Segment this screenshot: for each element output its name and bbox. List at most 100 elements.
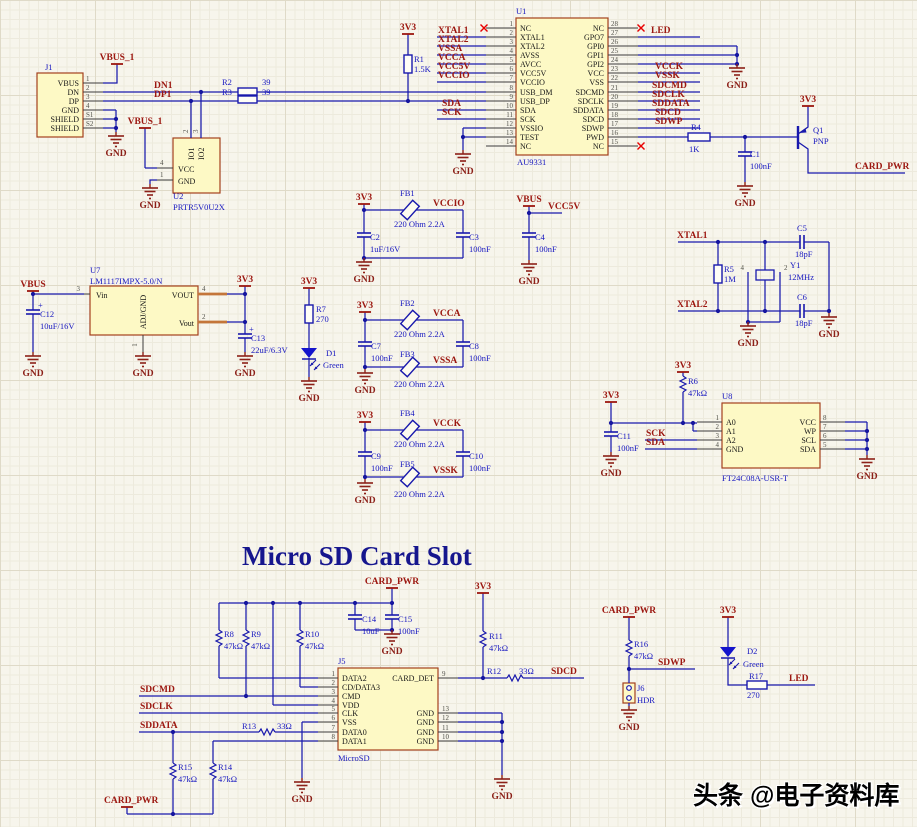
net-label: VSSK: [655, 71, 680, 81]
u7-body: [89, 285, 199, 336]
net-label: LED: [651, 26, 671, 36]
component-label: HDR: [637, 695, 655, 705]
component-label: R13: [242, 721, 256, 731]
pin-name: GND: [417, 709, 435, 718]
pin-name: VOUT: [172, 291, 194, 300]
transistor-arrow-icon: [799, 128, 807, 133]
pin-number: 4: [160, 159, 164, 167]
gnd-label: GND: [737, 339, 758, 349]
component-label: J1: [45, 62, 53, 72]
component-label: R3: [222, 87, 232, 97]
pin-number: S2: [86, 120, 94, 128]
gnd-label: GND: [234, 369, 255, 379]
net-label: VSSK: [433, 466, 458, 476]
gnd-label: GND: [452, 167, 473, 177]
pin-name: Vin: [96, 291, 108, 300]
pin-name: VDD: [342, 701, 360, 710]
no-connect-icon: [637, 24, 645, 32]
resistor-symbol: [403, 54, 413, 74]
pin-number: 1: [332, 670, 336, 678]
pin-name: TEST: [520, 133, 539, 142]
pin-name: XTAL1: [520, 33, 545, 42]
gnd-label: GND: [298, 394, 319, 404]
pin-number: 5: [332, 705, 336, 713]
component-label: 270: [316, 314, 329, 324]
pin-number: S1: [86, 111, 94, 119]
junction-dot: [243, 693, 249, 699]
net-label: VCCA: [433, 309, 461, 319]
junction-dot: [362, 427, 368, 433]
component-label: U7: [90, 265, 100, 275]
pin-name: A1: [726, 427, 736, 436]
resistor-symbol: [214, 629, 224, 647]
pin-name: VCC5V: [520, 69, 546, 78]
pin-name: A0: [726, 418, 736, 427]
pin-number: 19: [611, 102, 619, 110]
pin-number: 15: [611, 138, 619, 146]
junction-dot: [742, 134, 748, 140]
component-label: 100nF: [371, 353, 393, 363]
junction-dot: [864, 437, 870, 443]
net-label: VSSA: [433, 356, 457, 366]
pin-number: 3: [716, 432, 720, 440]
pin-number: 16: [611, 129, 619, 137]
resistor-symbol: [478, 630, 488, 648]
pin-number: 21: [611, 84, 619, 92]
component-label: R16: [634, 639, 648, 649]
component-label: C11: [617, 431, 631, 441]
pin-name: GND: [62, 106, 80, 115]
junction-dot: [389, 600, 395, 606]
pin-name: VCC: [588, 69, 604, 78]
header-pin-icon: [626, 685, 632, 691]
component-label: 33Ω: [519, 666, 534, 676]
pin-name: WP: [804, 427, 817, 436]
pin-name: VCC: [800, 418, 816, 427]
resistor-symbol: [168, 762, 178, 780]
pin-number: 11: [506, 111, 513, 119]
gnd-label: GND: [856, 472, 877, 482]
pin-name: VSS: [589, 78, 604, 87]
net-label: VCCIO: [438, 71, 470, 81]
pin-number: 9: [442, 670, 446, 678]
component-label: C13: [251, 333, 265, 343]
pin-name: DATA2: [342, 674, 367, 683]
component-label: 100nF: [535, 244, 557, 254]
pin-number: 4: [332, 697, 336, 705]
component-label: 22uF/6.3V: [251, 345, 288, 355]
junction-dot: [715, 308, 721, 314]
component-label: R12: [487, 666, 501, 676]
pin-number: 13: [506, 129, 514, 137]
pin-name: SDDATA: [573, 106, 604, 115]
component-label: C4: [535, 232, 546, 242]
component-label: D2: [747, 646, 757, 656]
led-symbol: [720, 647, 736, 657]
wire: [797, 106, 809, 135]
power-port-label: VBUS: [20, 280, 45, 290]
pin-number: 17: [611, 120, 619, 128]
pin-number: 3: [86, 93, 90, 101]
junction-dot: [608, 420, 614, 426]
net-label: SDDATA: [140, 721, 178, 731]
wire: [149, 179, 157, 184]
pin-name: Vout: [179, 319, 195, 328]
j1-body: [36, 72, 84, 138]
pin-number: 18: [611, 111, 619, 119]
power-port-label: 3V3: [720, 606, 737, 616]
component-label: PRTR5V0U2X: [173, 202, 225, 212]
pin-name: VBUS: [58, 79, 79, 88]
gnd-label: GND: [618, 723, 639, 733]
component-label: R1: [414, 54, 424, 64]
junction-dot: [362, 364, 368, 370]
component-label: 47kΩ: [218, 774, 237, 784]
pin-number: 24: [611, 56, 619, 64]
wire: [727, 658, 747, 686]
pin-number: 2: [182, 129, 190, 133]
power-port-label: 3V3: [400, 23, 417, 33]
component-label: 100nF: [469, 244, 491, 254]
gnd-label: GND: [818, 330, 839, 340]
pin-number: 13: [442, 705, 450, 713]
net-label: XTAL2: [677, 300, 708, 310]
pin-name: GND: [417, 728, 435, 737]
pin-name: USB_DM: [520, 88, 552, 97]
